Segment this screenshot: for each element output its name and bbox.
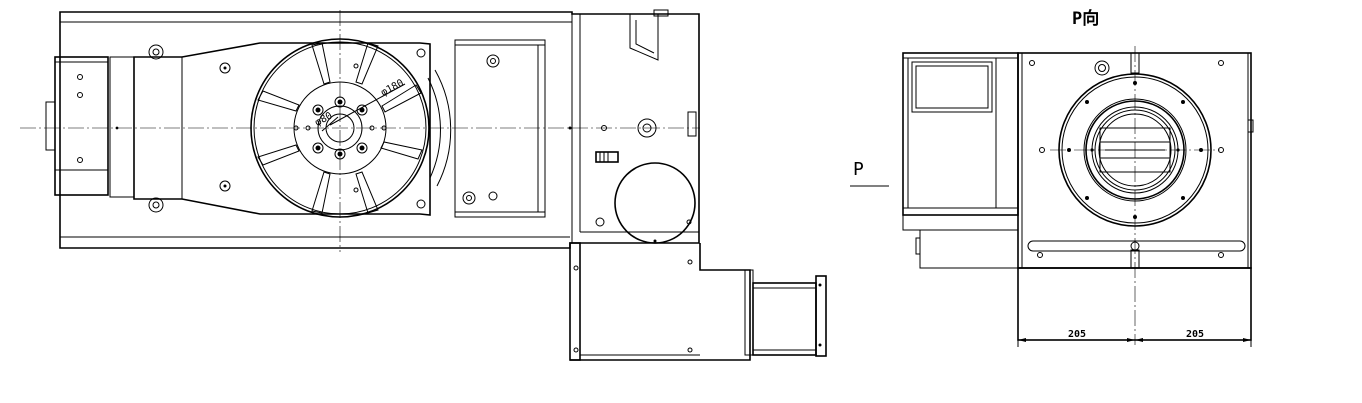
center-bore-label: φ80 — [313, 110, 334, 128]
shroud — [133, 42, 431, 216]
housing-outline — [59, 11, 700, 249]
end-cap — [54, 56, 109, 196]
base — [1017, 267, 1252, 341]
dimension-lines: 205 205 — [1017, 329, 1252, 347]
dim-right-label: 205 — [1186, 329, 1204, 340]
table-diameter-label: φ180 — [379, 78, 405, 99]
p-view: P向 P — [850, 8, 1254, 347]
dim-left-label: 205 — [1068, 329, 1086, 340]
section-label: P — [853, 159, 864, 180]
top-view: φ180 φ80 — [20, 9, 827, 361]
motor-mount — [595, 9, 697, 244]
motor-block — [902, 52, 1019, 216]
view-label: P向 — [1072, 8, 1099, 29]
gear-box — [569, 242, 827, 361]
p-view-housing — [1017, 52, 1252, 269]
